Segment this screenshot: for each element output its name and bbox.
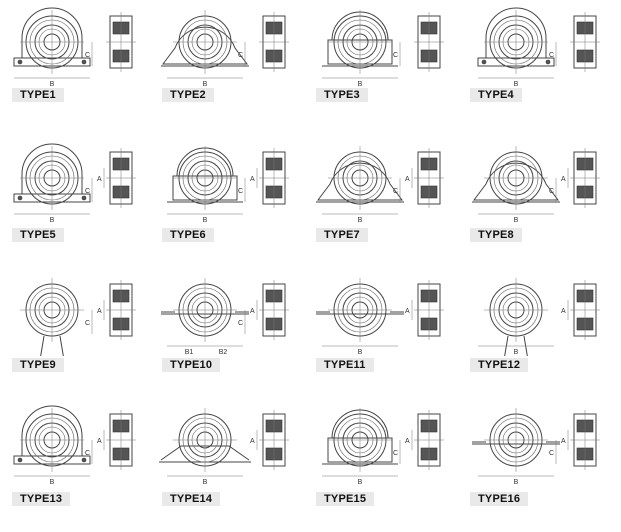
svg-text:A: A <box>250 438 255 445</box>
bearing-drawing: CB <box>161 10 289 88</box>
svg-text:B: B <box>203 81 208 88</box>
svg-text:A: A <box>405 308 410 315</box>
bearing-drawing: AB <box>159 408 289 486</box>
svg-text:A: A <box>250 176 255 183</box>
svg-text:C: C <box>393 188 398 195</box>
type-label: TYPE6 <box>162 228 214 242</box>
svg-text:B: B <box>358 217 363 224</box>
svg-text:C: C <box>549 450 554 457</box>
svg-text:C: C <box>238 52 243 59</box>
svg-text:C: C <box>85 320 90 327</box>
svg-text:C: C <box>393 450 398 457</box>
bearing-drawing: AB <box>478 278 600 356</box>
svg-text:B: B <box>514 479 519 486</box>
svg-text:B: B <box>514 217 519 224</box>
svg-text:A: A <box>97 438 102 445</box>
bearing-drawing: CB <box>13 7 136 88</box>
type-label: TYPE4 <box>470 88 522 102</box>
svg-text:B: B <box>514 81 519 88</box>
svg-text:B: B <box>50 81 55 88</box>
svg-text:C: C <box>238 188 243 195</box>
svg-text:A: A <box>250 308 255 315</box>
bearing-drawing: AC B <box>13 405 136 486</box>
svg-text:C: C <box>238 320 243 327</box>
type-label: TYPE11 <box>316 358 374 372</box>
type-label: TYPE3 <box>316 88 368 102</box>
bearing-drawing: AC B <box>322 408 444 486</box>
svg-text:A: A <box>561 308 566 315</box>
type-label: TYPE16 <box>470 492 529 506</box>
svg-text:A: A <box>97 176 102 183</box>
bearing-drawing: AC B <box>472 146 600 224</box>
type-label: TYPE15 <box>316 492 375 506</box>
type-label: TYPE1 <box>12 88 64 102</box>
svg-text:A: A <box>97 308 102 315</box>
bearing-drawing: AC B <box>316 146 444 224</box>
svg-text:B: B <box>50 479 55 486</box>
bearing-drawing: CB <box>322 10 444 88</box>
type-label: TYPE13 <box>12 492 71 506</box>
type-label: TYPE2 <box>162 88 214 102</box>
type-label: TYPE5 <box>12 228 64 242</box>
bearing-drawing: AC B <box>13 143 136 224</box>
type-label: TYPE8 <box>470 228 522 242</box>
bearing-drawing: AC B1 B2 <box>161 278 289 356</box>
type-label: TYPE12 <box>470 358 529 372</box>
svg-text:A: A <box>405 438 410 445</box>
svg-text:C: C <box>549 188 554 195</box>
svg-text:C: C <box>393 52 398 59</box>
bearing-drawing: AC B <box>167 146 289 224</box>
svg-text:B: B <box>50 217 55 224</box>
svg-text:C: C <box>85 450 90 457</box>
svg-text:C: C <box>85 188 90 195</box>
svg-text:B: B <box>358 479 363 486</box>
svg-text:A: A <box>561 176 566 183</box>
bearing-drawing: AB <box>316 278 444 356</box>
bearing-drawing: CB <box>477 7 600 88</box>
svg-text:A: A <box>405 176 410 183</box>
svg-text:B: B <box>203 217 208 224</box>
type-label: TYPE7 <box>316 228 368 242</box>
type-label: TYPE10 <box>162 358 221 372</box>
type-label: TYPE9 <box>12 358 64 372</box>
bearing-drawing: AC B <box>472 408 600 486</box>
svg-text:A: A <box>561 438 566 445</box>
svg-text:B: B <box>358 349 363 356</box>
svg-text:B: B <box>358 81 363 88</box>
svg-text:B2: B2 <box>219 349 228 356</box>
svg-text:B1: B1 <box>185 349 194 356</box>
type-label: TYPE14 <box>162 492 221 506</box>
bearing-drawing: AC <box>20 278 136 356</box>
svg-text:B: B <box>203 479 208 486</box>
svg-text:C: C <box>85 52 90 59</box>
svg-text:B: B <box>514 349 519 356</box>
svg-text:C: C <box>549 52 554 59</box>
